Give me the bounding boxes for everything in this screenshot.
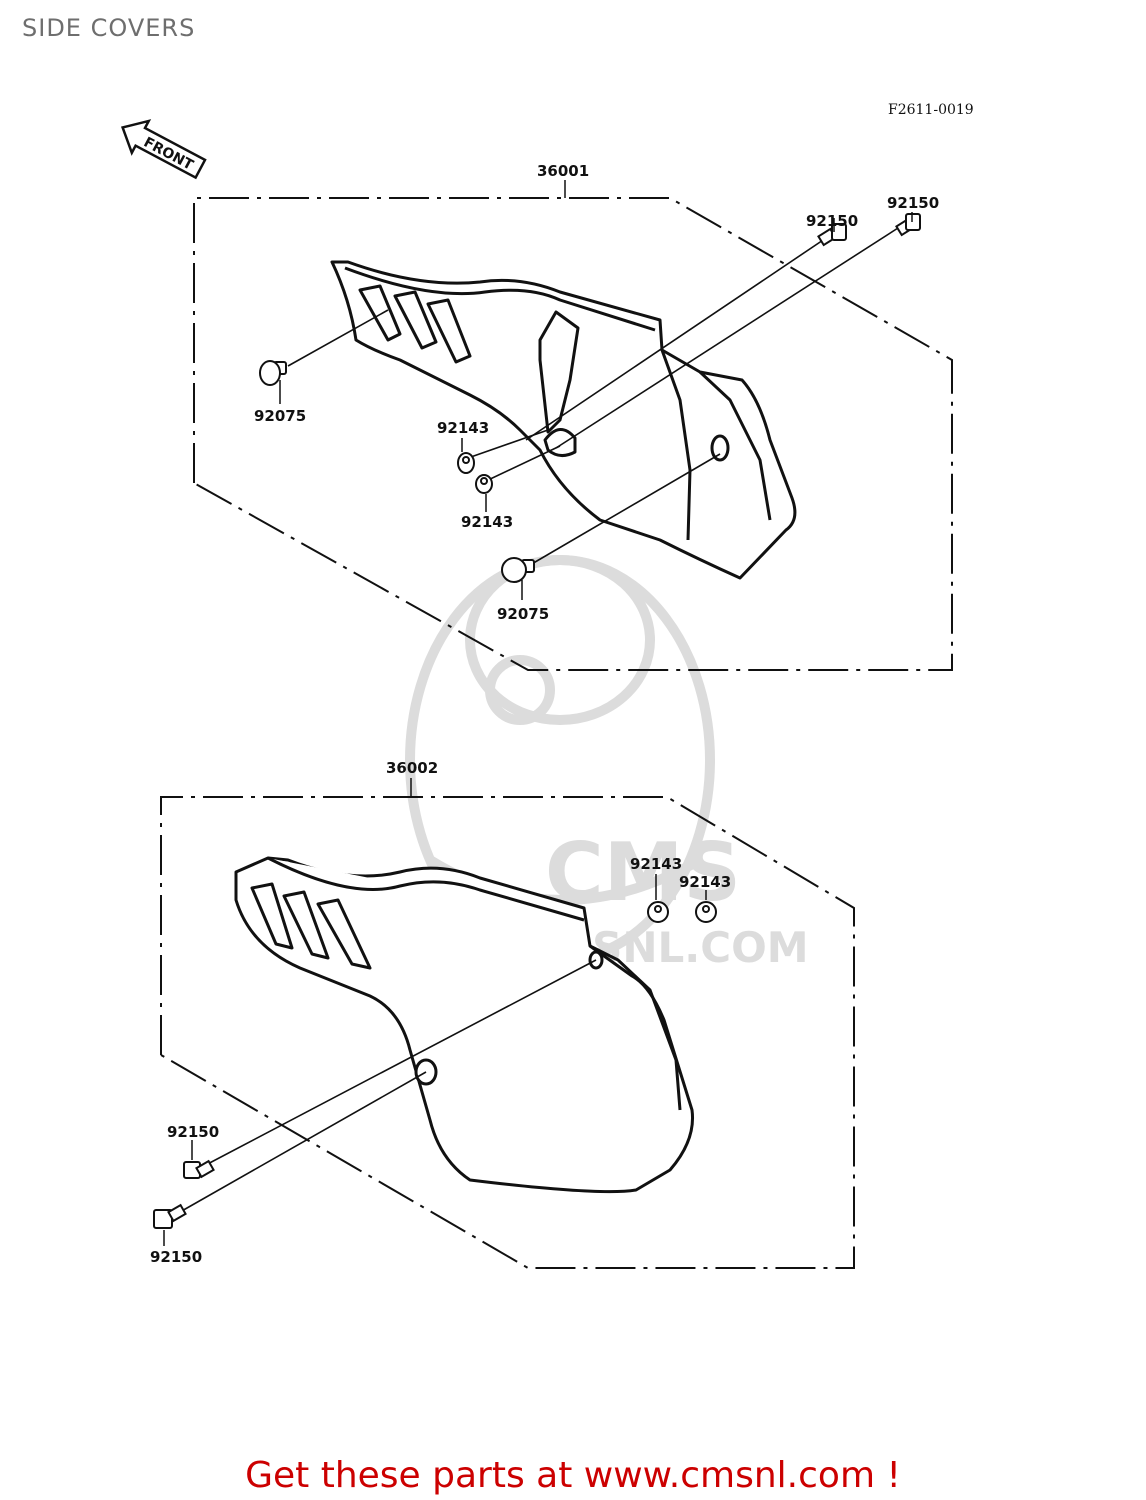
- label-92143-upper-b: 92143: [461, 513, 513, 531]
- bolt-92150-lower-a: [183, 1159, 215, 1179]
- label-92075-upper-left: 92075: [254, 407, 306, 425]
- label-92143-lower-b: 92143: [679, 873, 731, 891]
- label-92143-lower-a: 92143: [630, 855, 682, 873]
- label-92150-upper-b: 92150: [887, 194, 939, 212]
- damper-92143-lower-b: [695, 901, 717, 923]
- grommet-92075-upper-right: [501, 557, 535, 583]
- label-36002: 36002: [386, 759, 438, 777]
- grommet-92075-upper-left: [259, 360, 287, 386]
- label-92150-upper-a: 92150: [806, 212, 858, 230]
- bolt-92150-lower-b: [153, 1203, 187, 1229]
- figure-code: F2611-0019: [888, 102, 974, 118]
- lower-side-cover: [234, 856, 695, 1194]
- lower-group-outline: [160, 796, 855, 1269]
- page-title: SIDE COVERS: [22, 14, 196, 42]
- label-92143-upper-a: 92143: [437, 419, 489, 437]
- front-arrow-icon: FRONT: [120, 119, 207, 180]
- bolt-92150-upper-a: [817, 223, 847, 247]
- label-92075-upper-right: 92075: [497, 605, 549, 623]
- damper-92143-lower-a: [647, 901, 669, 923]
- upper-group-outline: [193, 197, 953, 671]
- label-92150-lower-b: 92150: [150, 1248, 202, 1266]
- bolt-92150-upper-b: [895, 213, 921, 237]
- label-36001: 36001: [537, 162, 589, 180]
- footer-cta-link[interactable]: Get these parts at www.cmsnl.com !: [245, 1455, 901, 1496]
- upper-side-cover: [330, 260, 797, 580]
- damper-92143-upper-b: [475, 474, 493, 494]
- label-92150-lower-a: 92150: [167, 1123, 219, 1141]
- damper-92143-upper-a: [457, 452, 475, 474]
